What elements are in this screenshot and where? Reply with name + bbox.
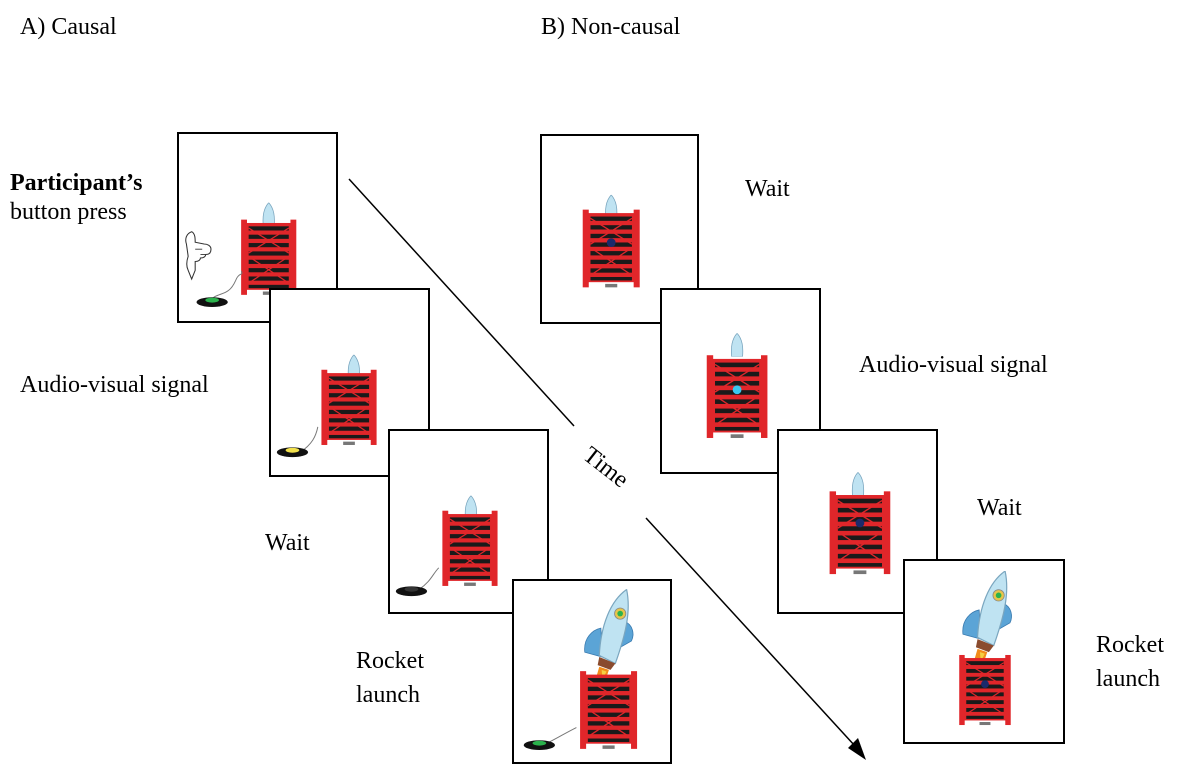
signal-light-off <box>981 680 989 689</box>
rocket-nose-icon <box>851 472 865 496</box>
label-a-rocket: Rocket <box>356 648 424 674</box>
button-light-off <box>404 586 419 592</box>
label-button-press: button press <box>10 199 127 225</box>
rocket-icon <box>962 571 1013 668</box>
cage-icon <box>441 510 499 587</box>
rocket-nose-icon <box>730 333 744 357</box>
cage-icon <box>240 218 297 296</box>
cable-icon <box>299 426 319 453</box>
button-light-yellow <box>285 447 300 453</box>
panel-a-title: A) Causal <box>20 14 117 40</box>
label-b-wait-1: Wait <box>745 176 790 202</box>
signal-light-on <box>732 385 742 395</box>
label-b-rocket: Rocket <box>1096 632 1164 658</box>
hand-icon <box>185 231 212 280</box>
cable-icon <box>207 270 243 303</box>
label-a-launch: launch <box>356 682 420 708</box>
cage-icon <box>320 369 378 446</box>
panel-b-title: B) Non-causal <box>541 14 681 40</box>
cage-icon <box>582 208 641 289</box>
cage-icon <box>705 354 769 439</box>
label-a-signal: Audio-visual signal <box>20 372 209 398</box>
cable-icon <box>546 727 577 744</box>
cage-icon <box>579 670 638 750</box>
cage-icon <box>828 490 892 575</box>
label-participant: Participant’s <box>10 170 143 196</box>
frame-b-launch <box>903 559 1065 744</box>
button-light-green <box>205 297 219 303</box>
cable-icon <box>418 567 440 590</box>
frame-a-launch <box>512 579 672 764</box>
frame-a-wait <box>388 429 549 614</box>
signal-light-off <box>855 518 865 528</box>
label-b-signal: Audio-visual signal <box>859 352 1048 378</box>
cage-icon <box>958 654 1012 726</box>
label-b-launch: launch <box>1096 666 1160 692</box>
rocket-icon <box>584 589 634 686</box>
signal-light-off <box>606 238 616 248</box>
label-b-wait-2: Wait <box>977 495 1022 521</box>
button-light-green <box>532 740 547 746</box>
rocket-nose-icon <box>262 202 275 227</box>
label-a-wait: Wait <box>265 530 310 556</box>
